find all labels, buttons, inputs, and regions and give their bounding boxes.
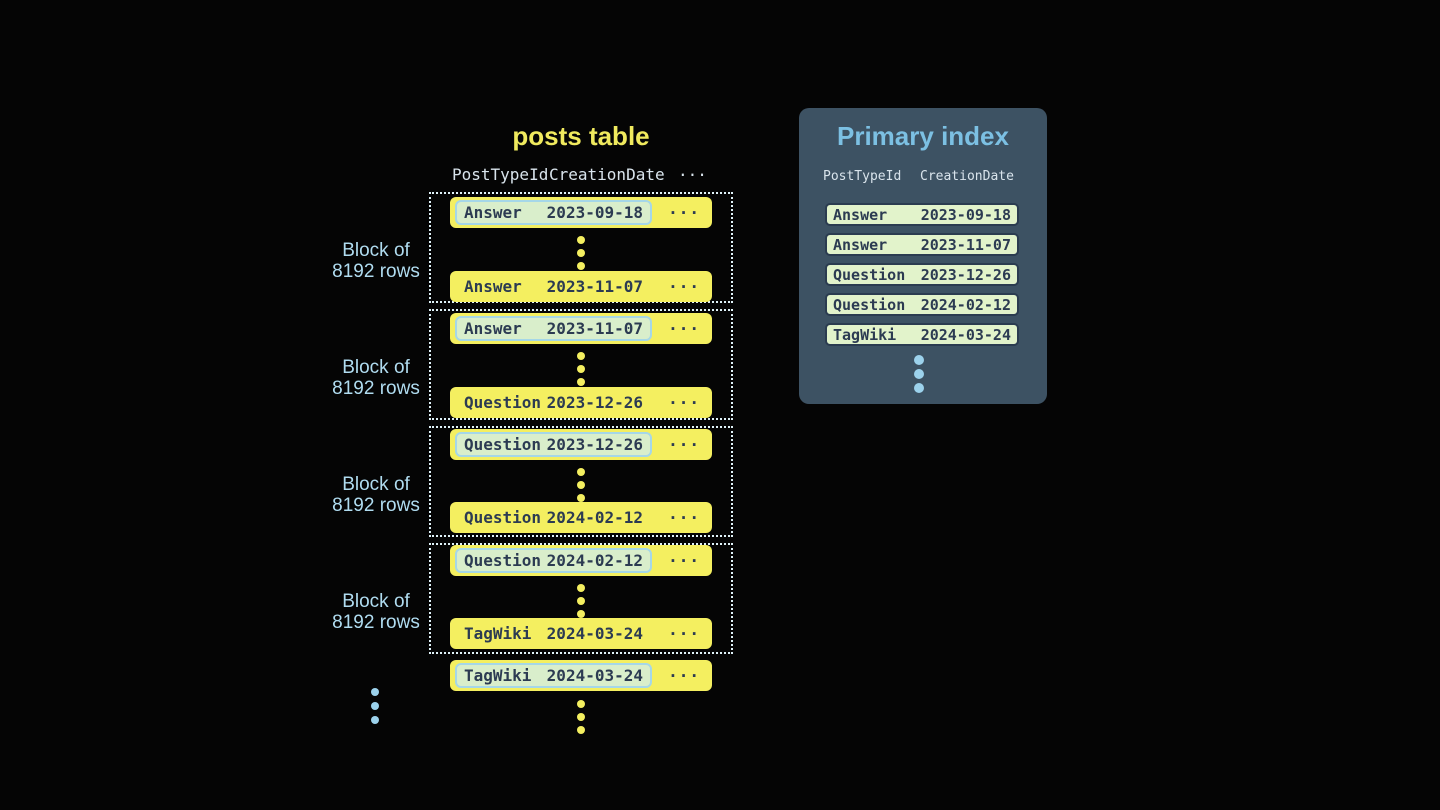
cell-posttypeid: Answer xyxy=(464,203,522,222)
cell-posttypeid: Question xyxy=(464,551,542,570)
cell-creationdate: 2023-12-26 xyxy=(546,435,643,454)
row-more-ellipsis: ... xyxy=(668,199,700,218)
indexed-key-cell: Answer 2023-09-18 xyxy=(455,200,652,225)
cell-creationdate: 2023-09-18 xyxy=(920,205,1011,224)
primary-index-title: Primary index xyxy=(837,121,1009,151)
key-cell: Question 2023-12-26 xyxy=(455,390,652,415)
cell-posttypeid: Question xyxy=(833,265,906,284)
posts-table-title: posts table xyxy=(512,121,650,151)
indexed-key-cell: Question 2024-02-12 xyxy=(455,548,652,573)
row-more-ellipsis: ... xyxy=(668,431,700,450)
cell-posttypeid: Question xyxy=(464,508,542,527)
table-row: Answer 2023-11-07 ... xyxy=(450,313,712,344)
block-label-line1: Block of xyxy=(342,591,410,612)
row-more-ellipsis: ... xyxy=(668,504,700,523)
table-row: Answer 2023-11-07 ... xyxy=(450,271,712,302)
cell-posttypeid: Answer xyxy=(464,319,522,338)
row-more-ellipsis: ... xyxy=(668,273,700,292)
vertical-ellipsis-dots xyxy=(577,352,585,391)
index-entry: Question 2023-12-26 xyxy=(825,263,1019,286)
row-more-ellipsis: ... xyxy=(668,620,700,639)
block-boundary-3 xyxy=(429,426,733,537)
cell-posttypeid: TagWiki xyxy=(464,666,532,685)
vertical-ellipsis-dots xyxy=(577,584,585,623)
cell-posttypeid: Answer xyxy=(833,235,888,254)
cell-creationdate: 2024-02-12 xyxy=(546,551,643,570)
more-index-entries-ellipsis-dots xyxy=(914,355,924,397)
block-label-2: Block of 8192 rows xyxy=(306,357,446,399)
cell-creationdate: 2024-02-12 xyxy=(546,508,643,527)
vertical-ellipsis-dots xyxy=(577,236,585,275)
cell-creationdate: 2024-02-12 xyxy=(920,295,1011,314)
cell-creationdate: 2023-11-07 xyxy=(546,277,643,296)
block-boundary-2 xyxy=(429,309,733,420)
cell-creationdate: 2023-09-18 xyxy=(546,203,643,222)
column-header-creationdate: CreationDate xyxy=(549,165,665,184)
table-row: Question 2023-12-26 ... xyxy=(450,429,712,460)
column-header-more-ellipsis: ... xyxy=(678,161,707,180)
indexed-key-cell: Question 2023-12-26 xyxy=(455,432,652,457)
row-more-ellipsis: ... xyxy=(668,315,700,334)
block-label-3: Block of 8192 rows xyxy=(306,474,446,516)
table-row: TagWiki 2024-03-24 ... xyxy=(450,660,712,691)
cell-creationdate: 2023-11-07 xyxy=(920,235,1011,254)
primary-index-panel: Primary index PostTypeId CreationDate An… xyxy=(799,108,1047,404)
block-label-line2: 8192 rows xyxy=(332,612,420,633)
row-more-ellipsis: ... xyxy=(668,547,700,566)
vertical-ellipsis-dots xyxy=(577,468,585,507)
posts-table-column-headers: PostTypeId CreationDate ... xyxy=(450,162,734,184)
block-label-line2: 8192 rows xyxy=(332,261,420,282)
block-label-line2: 8192 rows xyxy=(332,495,420,516)
block-label-line1: Block of xyxy=(342,474,410,495)
cell-creationdate: 2024-03-24 xyxy=(546,666,643,685)
cell-creationdate: 2024-03-24 xyxy=(546,624,643,643)
indexed-key-cell: Answer 2023-11-07 xyxy=(455,316,652,341)
column-header-posttypeid: PostTypeId xyxy=(452,165,549,184)
cell-creationdate: 2023-11-07 xyxy=(546,319,643,338)
row-more-ellipsis: ... xyxy=(668,389,700,408)
cell-posttypeid: Question xyxy=(464,393,542,412)
key-cell: Question 2024-02-12 xyxy=(455,505,652,530)
block-label-line1: Block of xyxy=(342,357,410,378)
more-blocks-ellipsis-dots xyxy=(371,688,379,730)
index-entry: TagWiki 2024-03-24 xyxy=(825,323,1019,346)
cell-creationdate: 2023-12-26 xyxy=(546,393,643,412)
index-entry: Answer 2023-11-07 xyxy=(825,233,1019,256)
cell-posttypeid: Question xyxy=(464,435,542,454)
index-header-creationdate: CreationDate xyxy=(920,169,1014,184)
cell-posttypeid: Answer xyxy=(464,277,522,296)
index-entry: Answer 2023-09-18 xyxy=(825,203,1019,226)
table-row: Question 2024-02-12 ... xyxy=(450,502,712,533)
table-row: Question 2024-02-12 ... xyxy=(450,545,712,576)
key-cell: Answer 2023-11-07 xyxy=(455,274,652,299)
cell-posttypeid: Answer xyxy=(833,205,888,224)
block-boundary-4 xyxy=(429,543,733,654)
block-label-4: Block of 8192 rows xyxy=(306,591,446,633)
table-row: Question 2023-12-26 ... xyxy=(450,387,712,418)
block-boundary-1 xyxy=(429,192,733,303)
block-label-line2: 8192 rows xyxy=(332,378,420,399)
cell-posttypeid: Question xyxy=(833,295,906,314)
cell-creationdate: 2024-03-24 xyxy=(920,325,1011,344)
primary-index-column-headers: PostTypeId CreationDate xyxy=(799,169,1047,185)
table-row: Answer 2023-09-18 ... xyxy=(450,197,712,228)
indexed-key-cell: TagWiki 2024-03-24 xyxy=(455,663,652,688)
cell-posttypeid: TagWiki xyxy=(464,624,532,643)
block-label-line1: Block of xyxy=(342,240,410,261)
cell-creationdate: 2023-12-26 xyxy=(920,265,1011,284)
table-row: TagWiki 2024-03-24 ... xyxy=(450,618,712,649)
row-more-ellipsis: ... xyxy=(668,662,700,681)
key-cell: TagWiki 2024-03-24 xyxy=(455,621,652,646)
index-entry: Question 2024-02-12 xyxy=(825,293,1019,316)
vertical-ellipsis-dots xyxy=(577,700,585,739)
index-header-posttypeid: PostTypeId xyxy=(823,169,902,184)
block-label-1: Block of 8192 rows xyxy=(306,240,446,282)
cell-posttypeid: TagWiki xyxy=(833,325,897,344)
